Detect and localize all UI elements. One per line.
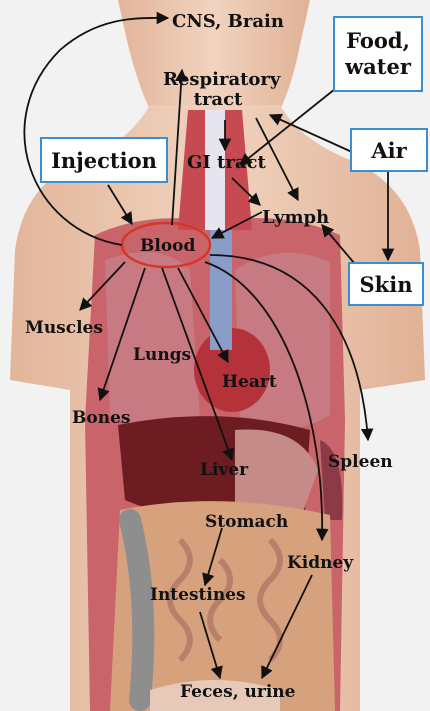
label-muscles: Muscles [25, 318, 103, 338]
box-injection: Injection [40, 137, 168, 183]
label-intestines: Intestines [150, 585, 246, 605]
box-skin: Skin [348, 262, 424, 306]
label-kidney: Kidney [287, 553, 353, 573]
label-spleen: Spleen [328, 452, 393, 472]
label-heart: Heart [222, 372, 277, 392]
label-bones: Bones [72, 408, 130, 428]
label-stomach: Stomach [205, 512, 288, 532]
label-gi-tract: GI tract [187, 153, 266, 173]
label-respiratory-tract: Respiratory tract [163, 70, 273, 110]
box-air: Air [350, 128, 428, 172]
label-liver: Liver [200, 460, 248, 480]
label-lungs: Lungs [133, 345, 191, 365]
label-lymph: Lymph [262, 208, 329, 228]
box-food-water: Food, water [333, 16, 423, 92]
label-blood: Blood [140, 236, 195, 256]
label-cns-brain: CNS, Brain [172, 12, 284, 32]
label-feces-urine: Feces, urine [180, 682, 295, 702]
